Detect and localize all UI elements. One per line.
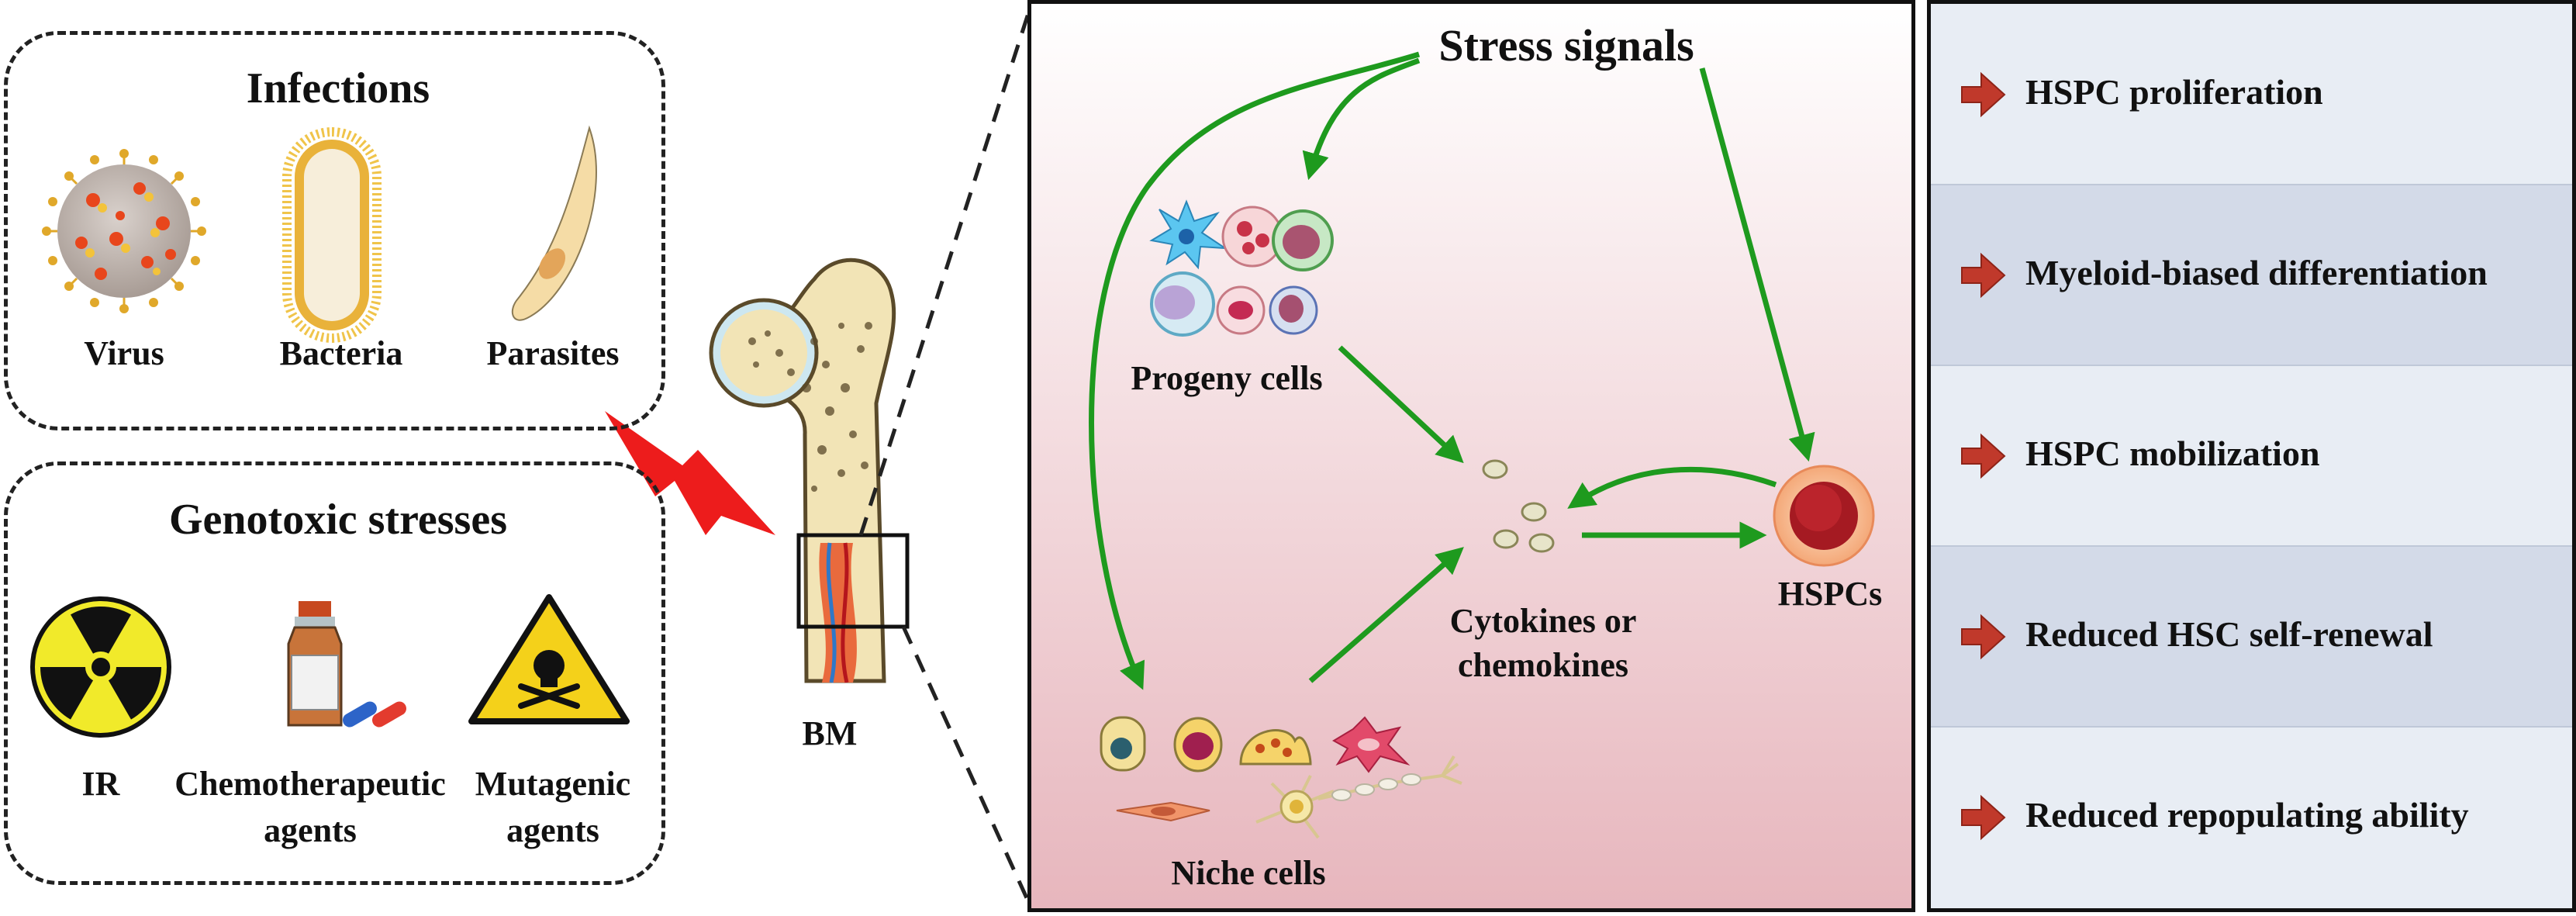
outcome-4: Reduced HSC self-renewal (2025, 614, 2433, 654)
center-panel (1027, 0, 1915, 912)
cytokines-label-line2: chemokines (1458, 646, 1628, 684)
mutagenic-label-line1: Mutagenic (475, 765, 631, 803)
parasites-label: Parasites (486, 334, 620, 372)
toxic-warning-icon (468, 594, 630, 724)
outcomes-panel (1927, 0, 2576, 912)
chemo-bottle-icon (287, 601, 406, 728)
outcome-3: HSPC mobilization (2025, 434, 2320, 473)
outcome-rows (1931, 4, 2572, 908)
progeny-cells-icon (1149, 199, 1334, 337)
cytokines-label-line1: Cytokines or (1449, 602, 1637, 640)
chemo-label-line2: agents (264, 811, 357, 849)
outcome-1: HSPC proliferation (2025, 72, 2323, 112)
cytokines-icon (1482, 459, 1555, 553)
progeny-cells-label: Progeny cells (1131, 359, 1323, 397)
bacteria-label: Bacteria (279, 334, 403, 372)
outcome-arrows (1961, 71, 2006, 841)
niche-cells-icon (1100, 716, 1462, 839)
virus-icon (42, 149, 206, 313)
femur-bone-icon (709, 258, 896, 683)
hspc-cell-icon (1773, 465, 1875, 567)
infections-title: Infections (246, 64, 430, 112)
outcome-2: Myeloid-biased differentiation (2025, 253, 2488, 292)
bacteria-icon (282, 127, 382, 343)
stress-signals-label: Stress signals (1438, 20, 1694, 71)
hspcs-label: HSPCs (1777, 575, 1883, 613)
virus-label: Virus (84, 334, 164, 372)
bone-zoom-box (796, 533, 910, 629)
parasite-icon (511, 125, 597, 321)
bm-label: BM (802, 714, 858, 752)
infections-box (4, 31, 665, 430)
lightning-bolt-icon (605, 411, 775, 535)
ir-label: IR (81, 765, 120, 803)
genotoxic-box (4, 461, 665, 885)
outcome-5: Reduced repopulating ability (2025, 795, 2469, 835)
radiation-icon (30, 596, 171, 738)
genotoxic-title: Genotoxic stresses (169, 496, 507, 544)
mutagenic-label-line2: agents (506, 811, 599, 849)
signal-arrows (1089, 51, 1815, 690)
chemo-label-line1: Chemotherapeutic (174, 765, 446, 803)
niche-cells-label: Niche cells (1171, 854, 1326, 892)
